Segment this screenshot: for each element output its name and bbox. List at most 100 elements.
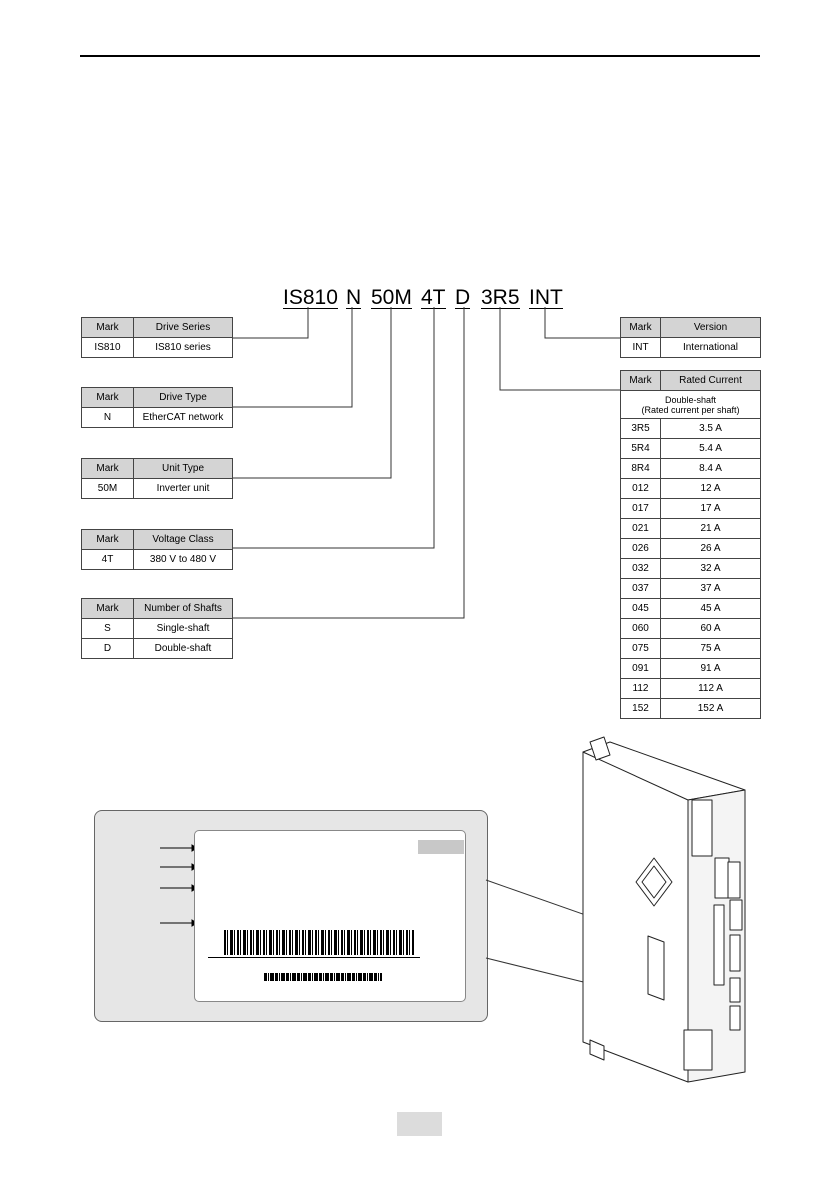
cell-mark: 3R5 (620, 418, 661, 439)
connector-block-1 (714, 857, 730, 899)
cell-value: 112 A (660, 678, 761, 699)
cell-value: Double-shaft (133, 638, 233, 659)
cell-value: 32 A (660, 558, 761, 579)
cell-mark: D (81, 638, 134, 659)
page-top-rule (80, 55, 760, 57)
code-version: INT (529, 283, 563, 313)
header-mark: Mark (81, 458, 134, 479)
cell-value: 380 V to 480 V (133, 549, 233, 570)
page-number-box (397, 1112, 442, 1136)
cell-value: 37 A (660, 578, 761, 599)
connector-drive-type (232, 307, 353, 408)
brand-mark-inner (641, 865, 667, 899)
cell-mark: 017 (620, 498, 661, 519)
label-window (647, 935, 665, 1001)
code-voltage: 4T (421, 283, 446, 313)
cell-value: EtherCAT network (133, 407, 233, 428)
model-code: IS810 N 50M 4T D 3R5 INT (0, 283, 839, 313)
callout-line-upper (485, 879, 649, 938)
code-unit-type: 50M (371, 283, 412, 313)
cell-value: Single-shaft (133, 618, 233, 639)
connector-block-3 (729, 899, 743, 931)
cell-mark: 152 (620, 698, 661, 719)
cell-value: 60 A (660, 618, 761, 639)
cell-mark: 026 (620, 538, 661, 559)
connector-block-6 (729, 1005, 741, 1031)
header-mark: Mark (81, 317, 134, 338)
cell-mark: 091 (620, 658, 661, 679)
cell-value: 152 A (660, 698, 761, 719)
cell-value: 75 A (660, 638, 761, 659)
code-current: 3R5 (481, 283, 520, 313)
connector-block-2 (727, 861, 741, 899)
cell-value: 45 A (660, 598, 761, 619)
cell-mark: 4T (81, 549, 134, 570)
header-mark: Mark (620, 317, 661, 338)
cell-value: 21 A (660, 518, 761, 539)
connector-block-9 (691, 799, 713, 857)
barcode-main (224, 930, 414, 955)
cell-mark: 112 (620, 678, 661, 699)
cell-value: 3.5 A (660, 418, 761, 439)
mounting-tab-top (589, 736, 611, 761)
header-label: Number of Shafts (133, 598, 233, 619)
cell-value: 5.4 A (660, 438, 761, 459)
cell-value: 12 A (660, 478, 761, 499)
subheader-line-2: (Rated current per shaft) (641, 404, 740, 415)
cell-mark: 075 (620, 638, 661, 659)
cell-value: IS810 series (133, 337, 233, 358)
header-mark: Mark (81, 529, 134, 550)
connector-block-5 (729, 977, 741, 1003)
cell-mark: 045 (620, 598, 661, 619)
nameplate-tag (418, 840, 464, 854)
connector-unit-type (232, 307, 392, 479)
cell-mark: N (81, 407, 134, 428)
cell-mark: 037 (620, 578, 661, 599)
header-label: Drive Series (133, 317, 233, 338)
code-drive-type: N (346, 283, 362, 313)
drive-front-face (687, 789, 746, 1083)
mounting-tab-bottom (589, 1039, 605, 1061)
connector-current (499, 307, 620, 391)
connector-block-8 (683, 1029, 713, 1071)
header-label: Unit Type (133, 458, 233, 479)
connector-voltage (232, 307, 435, 549)
barcode-rule (208, 957, 420, 958)
barcode-small (264, 973, 382, 981)
subheader-line-1: Double-shaft (664, 394, 717, 405)
rated-current-subheader: Double-shaft(Rated current per shaft) (620, 390, 761, 419)
cell-mark: S (81, 618, 134, 639)
cell-value: Inverter unit (133, 478, 233, 499)
code-shafts: D (455, 283, 471, 313)
cell-value: 26 A (660, 538, 761, 559)
cell-mark: 8R4 (620, 458, 661, 479)
code-series: IS810 (283, 283, 338, 313)
header-label: Drive Type (133, 387, 233, 408)
cell-value: 17 A (660, 498, 761, 519)
header-mark: Mark (81, 387, 134, 408)
header-mark: Mark (620, 370, 661, 391)
